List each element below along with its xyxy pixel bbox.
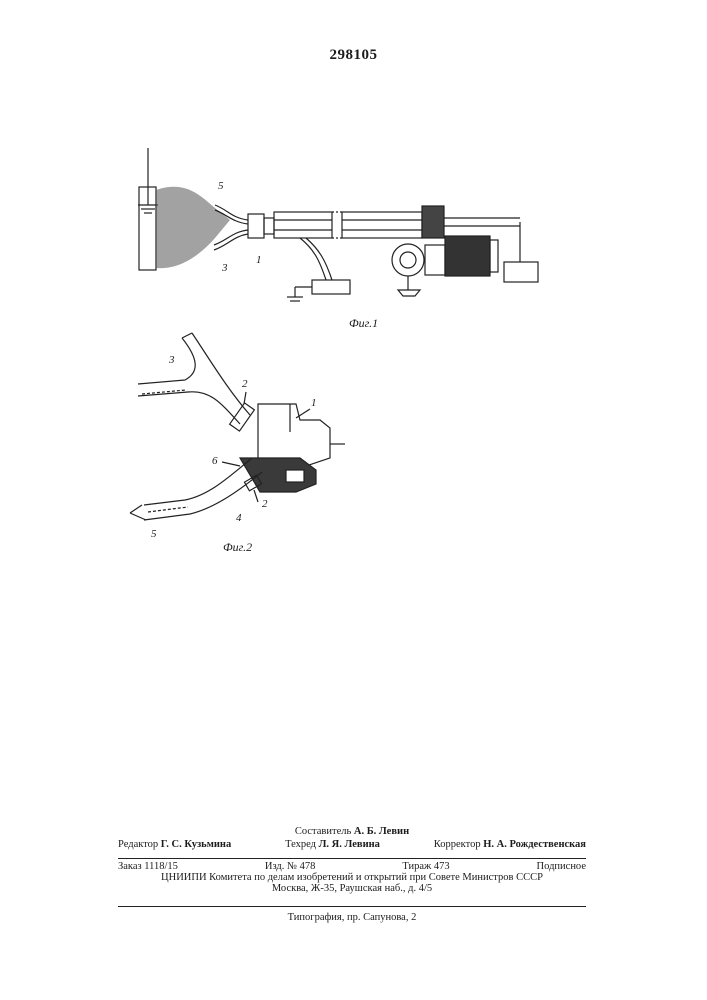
fig2-label-6: 6	[212, 455, 218, 467]
imprint-printing: Типография, пр. Сапунова, 2	[118, 912, 586, 923]
edition-number: Изд. № 478	[265, 861, 316, 872]
imprint-rule-top	[118, 858, 586, 859]
compiler-label: Составитель	[295, 826, 351, 837]
corrector: Корректор Н. А. Рождественская	[434, 839, 586, 850]
circulation: Тираж 473	[402, 861, 449, 872]
printing-house: Типография, пр. Сапунова, 2	[118, 912, 586, 923]
editor: Редактор Г. С. Кузьмина	[118, 839, 231, 850]
compiler-name: А. Б. Левин	[354, 826, 409, 837]
address-line: Москва, Ж-35, Раушская наб., д. 4/5	[118, 883, 586, 894]
imprint-order-block: Заказ 1118/15 Изд. № 478 Тираж 473 Подпи…	[118, 861, 586, 894]
figure-2-drawing	[0, 0, 707, 560]
imprint-rule-bottom	[118, 906, 586, 907]
imprint-compiler: Составитель А. Б. Левин Редактор Г. С. К…	[118, 826, 586, 850]
fig2-label-3: 3	[169, 354, 175, 366]
fig2-label-2-lower: 2	[262, 498, 268, 510]
fig2-label-4: 4	[236, 512, 242, 524]
organization-line: ЦНИИПИ Комитета по делам изобретений и о…	[118, 872, 586, 883]
fig2-label-2-upper: 2	[242, 378, 248, 390]
fig2-caption: Фиг.2	[223, 540, 252, 555]
fig2-label-1: 1	[311, 397, 317, 409]
subscription: Подписное	[537, 861, 586, 872]
order-number: Заказ 1118/15	[118, 861, 178, 872]
fig2-label-5: 5	[151, 528, 157, 540]
tech-editor: Техред Л. Я. Левина	[285, 839, 380, 850]
